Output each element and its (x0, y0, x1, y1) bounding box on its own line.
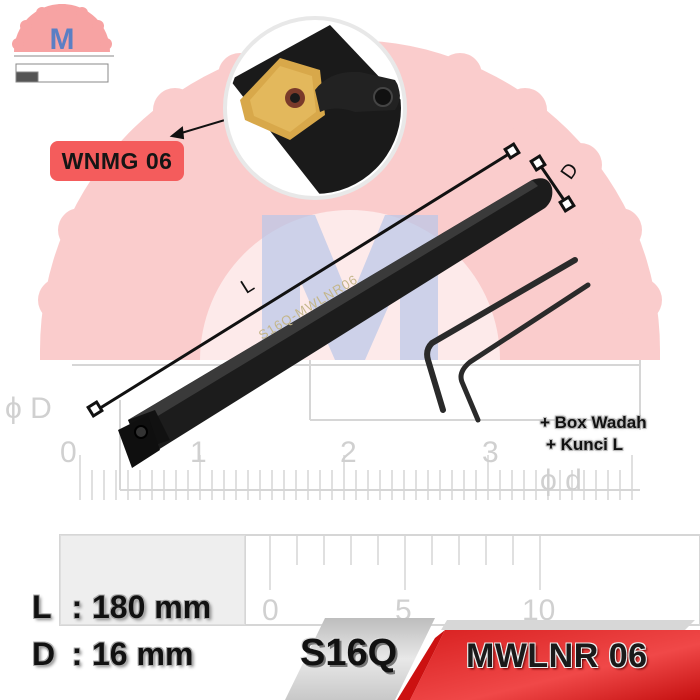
spec-value: 16 mm (92, 636, 194, 672)
diameter-label: D (557, 159, 583, 183)
spec-separator: : (71, 636, 83, 672)
svg-text:ϕ d: ϕ d (540, 464, 582, 497)
boring-bar: S16Q-MWLNR06 (118, 178, 553, 468)
included-items: + Box Wadah + Kunci L (540, 412, 647, 456)
technical-drawing (59, 360, 700, 626)
svg-text:3: 3 (482, 436, 499, 469)
included-item: + Kunci L (546, 435, 623, 454)
length-label: L (237, 274, 258, 299)
model-banner (285, 618, 700, 700)
svg-text:0: 0 (60, 436, 77, 469)
svg-text:1: 1 (190, 436, 207, 469)
allen-keys (424, 257, 591, 423)
logo-letter: M (50, 23, 75, 56)
length-dimension-line (86, 142, 521, 418)
spec-length: L:180 mm (32, 589, 211, 626)
insert-closeup (223, 16, 407, 200)
diameter-dimension-line (529, 154, 576, 213)
holder-code: MWLNR 06 (466, 637, 648, 675)
insert-type-text: WNMG 06 (61, 147, 173, 174)
spec-diameter: D:16 mm (32, 636, 193, 673)
svg-text:2: 2 (340, 436, 357, 469)
shank-code: S16Q (300, 632, 398, 674)
spec-separator: : (71, 589, 83, 625)
faded-m-letter (262, 215, 438, 360)
spec-label: L (32, 589, 52, 625)
included-item: + Box Wadah (540, 413, 647, 432)
spec-value: 180 mm (92, 589, 212, 625)
spec-label: D (32, 636, 56, 672)
svg-text:0: 0 (262, 594, 279, 627)
brand-logo: M (12, 4, 114, 83)
insert-type-badge: WNMG 06 (50, 141, 184, 181)
svg-text:ϕ D: ϕ D (5, 392, 52, 425)
